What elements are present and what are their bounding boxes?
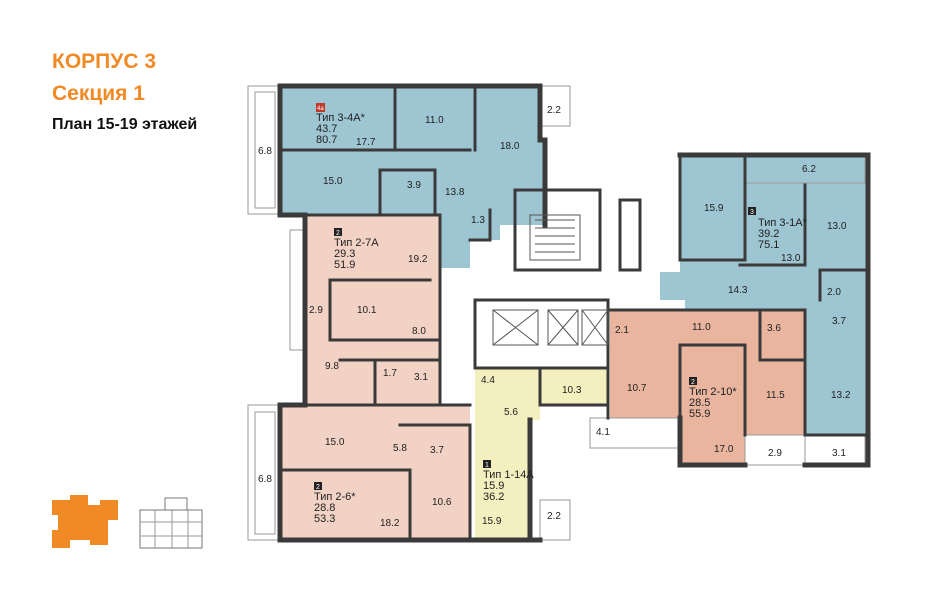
room-area: 3.7 xyxy=(430,445,444,456)
unit-2-10-area[interactable] xyxy=(610,310,805,465)
room-area: 15.0 xyxy=(325,437,345,448)
unit-living-area: 43.7 xyxy=(316,123,337,135)
room-area: 10.7 xyxy=(627,383,647,394)
room-area: 2.9 xyxy=(768,448,782,459)
room-area: 2.2 xyxy=(547,511,561,522)
unit-living-area: 15.9 xyxy=(483,480,504,492)
unit-type: Тип 2-6* xyxy=(314,491,356,503)
room-area: 10.1 xyxy=(357,305,377,316)
room-area: 18.0 xyxy=(500,141,520,152)
unit-badge xyxy=(316,103,325,112)
room-area: 1.7 xyxy=(383,368,397,379)
room-area: 5.8 xyxy=(393,443,407,454)
unit-badge-label: 2 xyxy=(691,379,695,386)
room-area: 13.0 xyxy=(781,253,801,264)
room-area: 2.0 xyxy=(827,287,841,298)
room-labels: 11.0 2.2 17.7 18.0 6.8 15.0 3.9 13.8 1.3… xyxy=(258,105,851,529)
room-area: 2.9 xyxy=(309,305,323,316)
room-area: 9.8 xyxy=(325,361,339,372)
unit-badge-label: 2 xyxy=(316,484,320,491)
unit-fills xyxy=(280,86,868,540)
room-area: 13.0 xyxy=(827,221,847,232)
unit-badge xyxy=(483,460,491,468)
unit-2-7a-area[interactable] xyxy=(305,215,440,405)
room-area: 8.0 xyxy=(412,326,426,337)
room-area: 5.6 xyxy=(504,407,518,418)
unit-living-area: 28.5 xyxy=(689,397,710,409)
unit-total-area: 53.3 xyxy=(314,513,335,525)
room-area: 18.2 xyxy=(380,518,400,529)
room-area: 3.1 xyxy=(832,448,846,459)
room-area: 4.1 xyxy=(596,427,610,438)
room-area: 15.0 xyxy=(323,176,343,187)
room-area: 2.2 xyxy=(547,105,561,116)
room-area: 11.5 xyxy=(766,390,785,401)
unit-3-1a-area[interactable] xyxy=(660,155,868,435)
floor-plan-title: План 15-19 этажей xyxy=(52,116,198,133)
building-title: КОРПУС 3 xyxy=(52,50,156,73)
room-area: 17.0 xyxy=(714,444,734,455)
unit-total-area: 55.9 xyxy=(689,408,710,420)
room-area: 6.2 xyxy=(802,164,816,175)
stair-elevator-core xyxy=(492,214,609,346)
room-area: 6.8 xyxy=(258,146,272,157)
room-area: 10.6 xyxy=(432,497,452,508)
room-area: 11.0 xyxy=(692,322,711,333)
unit-badge-label: 4a xyxy=(317,106,324,112)
section-title: Секция 1 xyxy=(52,82,145,105)
room-area: 19.2 xyxy=(408,254,428,265)
unit-total-area: 51.9 xyxy=(334,259,355,271)
unit-badge-label: 1 xyxy=(485,462,489,469)
unit-total-area: 36.2 xyxy=(483,491,504,503)
walls xyxy=(277,83,871,543)
unit-badge xyxy=(314,482,322,490)
unit-living-area: 39.2 xyxy=(758,228,779,240)
unit-badge xyxy=(334,228,342,236)
unit-badge-label: 2 xyxy=(336,230,340,237)
room-area: 1.3 xyxy=(471,215,485,226)
unit-type: Тип 3-1А* xyxy=(758,217,808,229)
room-area: 17.7 xyxy=(356,137,376,148)
room-area: 15.9 xyxy=(482,516,502,527)
unit-badge-label: 3 xyxy=(750,209,754,216)
unit-2-6-area[interactable] xyxy=(280,405,470,540)
room-area: 2.1 xyxy=(615,325,629,336)
unit-3-4a-area[interactable] xyxy=(280,86,545,268)
room-area: 15.9 xyxy=(704,203,724,214)
unit-type: Тип 3-4А* xyxy=(316,112,366,124)
unit-1-14a-area[interactable] xyxy=(475,368,608,540)
unit-total-area: 75.1 xyxy=(758,239,779,251)
unit-type: Тип 2-7А xyxy=(334,237,379,249)
room-area: 6.8 xyxy=(258,474,272,485)
room-area: 11.0 xyxy=(425,115,444,126)
unit-badge xyxy=(689,377,697,385)
room-area: 3.7 xyxy=(832,316,846,327)
key-plan-thumbnail xyxy=(52,495,203,549)
unit-badge xyxy=(748,207,756,215)
room-area: 13.8 xyxy=(445,187,465,198)
unit-type: Тип 2-10* xyxy=(689,386,737,398)
unit-info: 4a Тип 3-4А* 43.7 80.7 2 Тип 2-7А 29.3 5… xyxy=(314,103,808,525)
room-area: 3.6 xyxy=(767,323,781,334)
room-area: 3.9 xyxy=(407,180,421,191)
unit-living-area: 29.3 xyxy=(334,248,355,260)
unit-total-area: 80.7 xyxy=(316,134,337,146)
unit-living-area: 28.8 xyxy=(314,502,335,514)
room-area: 14.3 xyxy=(728,285,748,296)
room-area: 10.3 xyxy=(562,385,582,396)
room-area: 3.1 xyxy=(414,372,428,383)
room-area: 13.2 xyxy=(831,390,851,401)
room-area: 4.4 xyxy=(481,375,495,386)
unit-type: Тип 1-14А xyxy=(483,469,534,481)
